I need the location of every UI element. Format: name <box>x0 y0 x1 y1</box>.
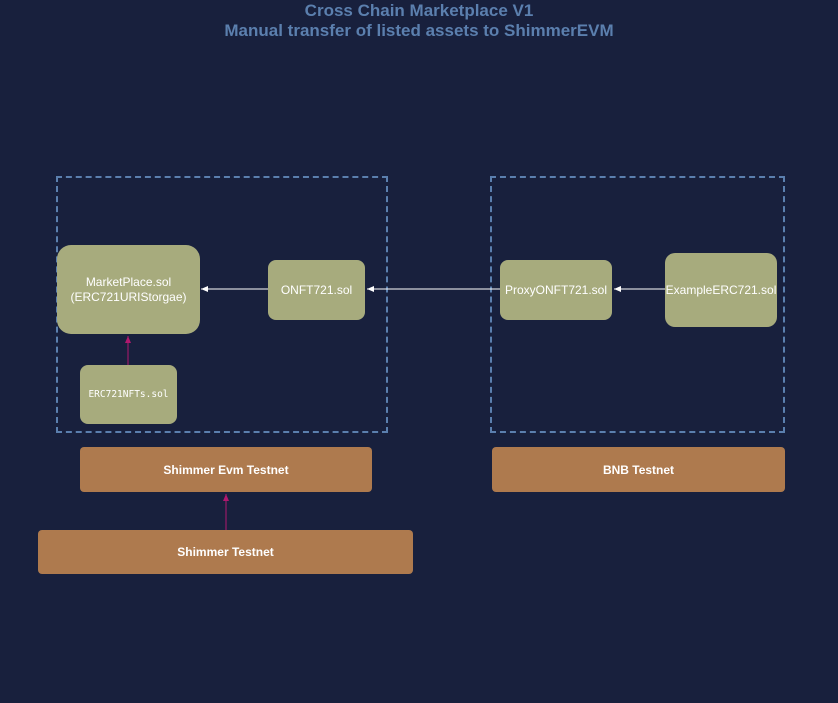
proxy-onft721-node: ProxyONFT721.sol <box>500 260 612 320</box>
diagram-subtitle: Manual transfer of listed assets to Shim… <box>224 21 614 40</box>
bnb-group <box>490 176 785 433</box>
diagram-title: Cross Chain Marketplace V1 <box>304 1 534 20</box>
marketplace-node: MarketPlace.sol (ERC721URIStorgae) <box>57 245 200 334</box>
bnb-testnet-node: BNB Testnet <box>492 447 785 492</box>
erc721nfts-node: ERC721NFTs.sol <box>80 365 177 424</box>
marketplace-node-sublabel: (ERC721URIStorgae) <box>70 289 187 304</box>
marketplace-node-label: MarketPlace.sol <box>85 274 172 289</box>
onft721-node: ONFT721.sol <box>268 260 365 320</box>
shimmer-testnet-node: Shimmer Testnet <box>38 530 413 574</box>
shimmer-evm-testnet-node: Shimmer Evm Testnet <box>80 447 372 492</box>
example-erc721-node: ExampleERC721.sol <box>665 253 777 327</box>
